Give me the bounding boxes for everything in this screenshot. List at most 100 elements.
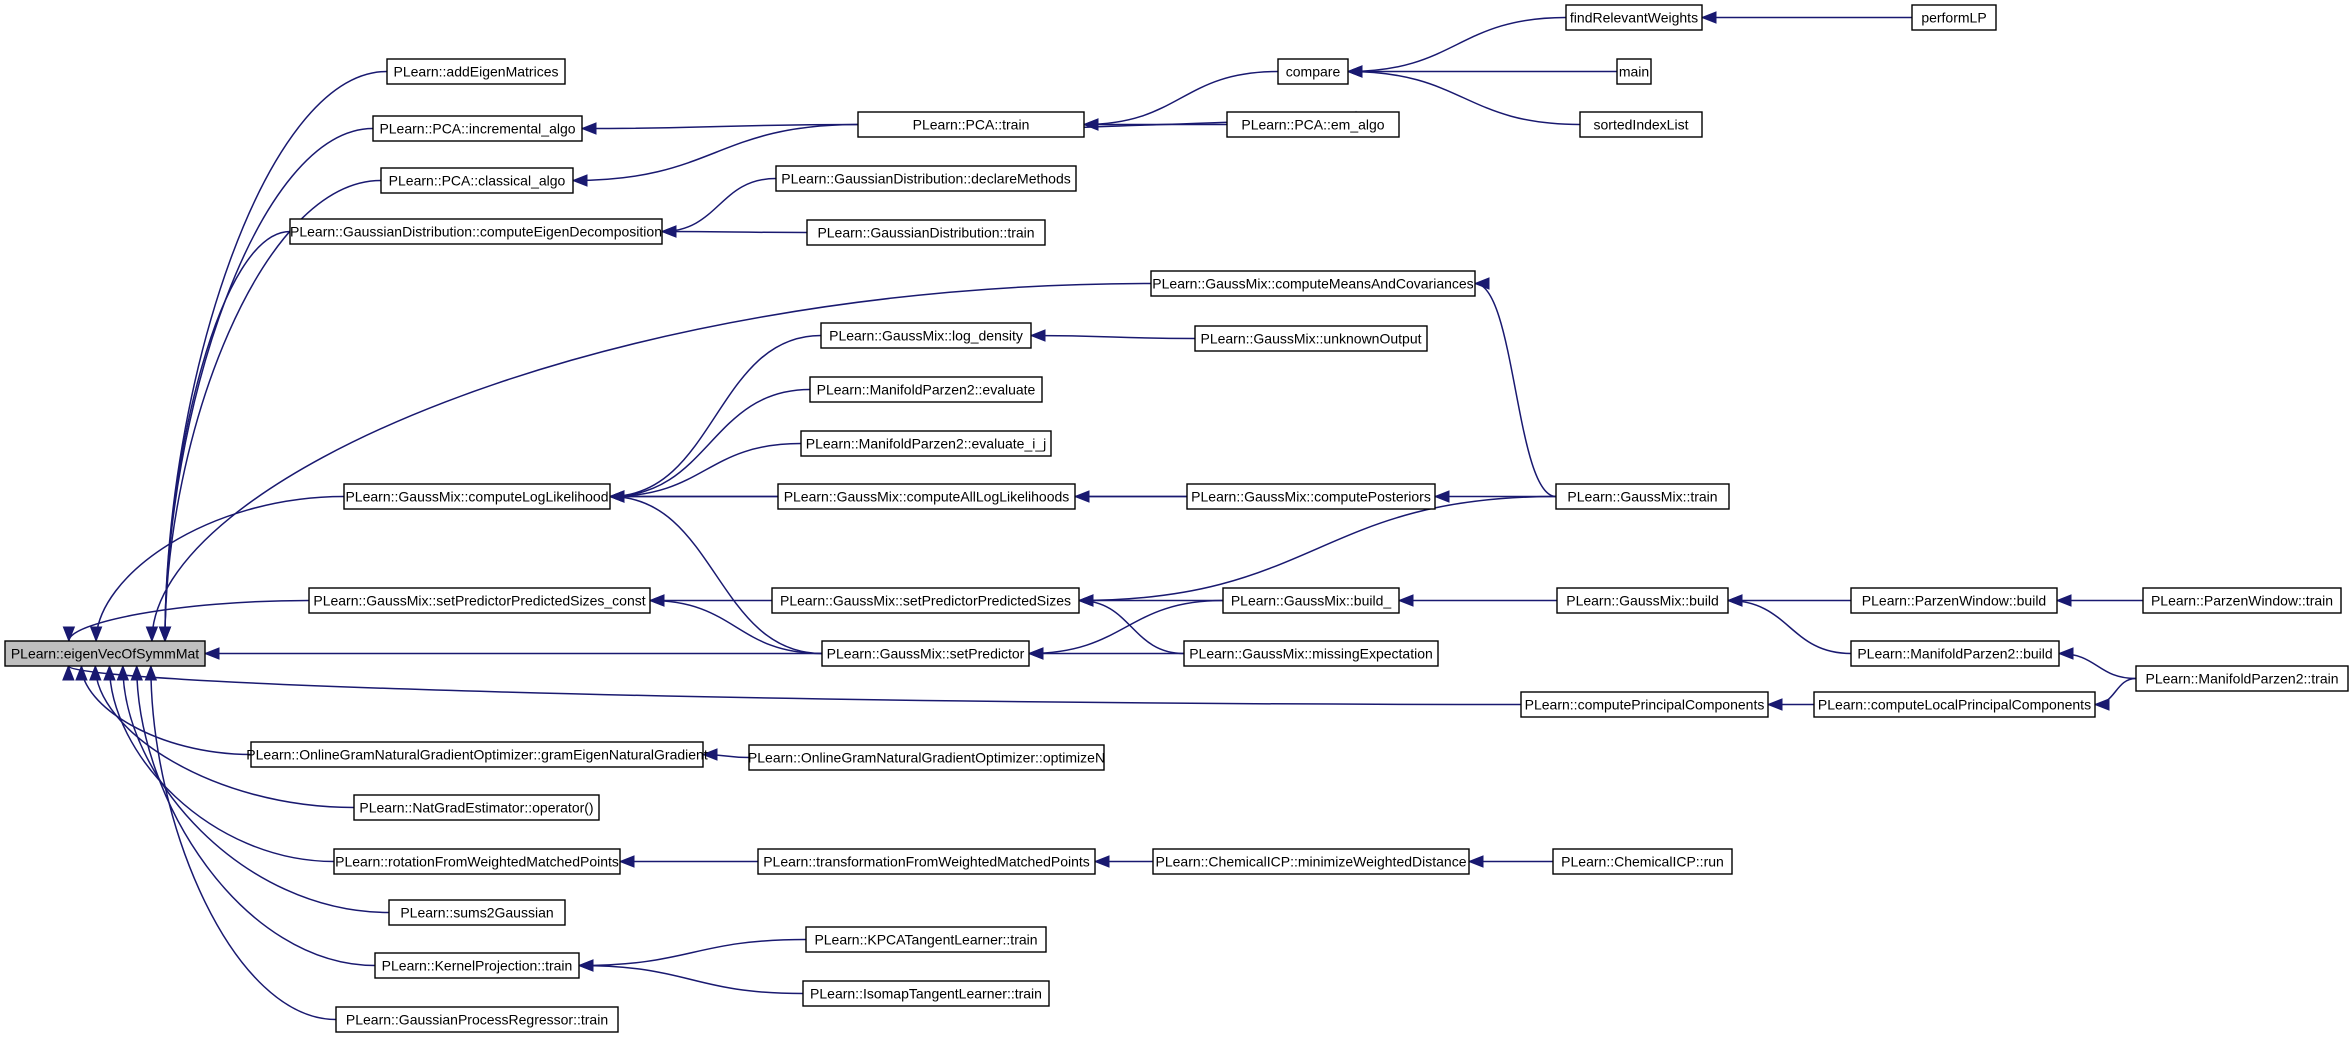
node-plearn-parzenwindow-build[interactable]: PLearn::ParzenWindow::build <box>1850 587 2058 614</box>
arrowhead <box>1467 855 1484 868</box>
node-plearn-gaussiandistribution-computeeigendecomposition[interactable]: PLearn::GaussianDistribution::computeEig… <box>289 218 663 245</box>
node-plearn-gaussmix-computeallloglikelihoods[interactable]: PLearn::GaussMix::computeAllLogLikelihoo… <box>777 483 1076 510</box>
call-edges <box>62 11 2143 1021</box>
edge-plearn-pca-train-to-plearn-pca-classical-algo <box>572 123 859 182</box>
node-plearn-gaussmix-computeloglikelihood[interactable]: PLearn::GaussMix::computeLogLikelihood <box>343 483 611 510</box>
node-box <box>372 115 583 142</box>
edge-plearn-gaussiandistribution-declaremethods-to-plearn-gaussiandistribution-computeeigendecomposition <box>661 177 777 233</box>
node-plearn-chemicalicp-minimizeweighteddistance[interactable]: PLearn::ChemicalICP::minimizeWeightedDis… <box>1152 848 1470 875</box>
arrowhead <box>158 626 172 643</box>
edge-plearn-manifoldparzen2-evaluate-i-j-to-plearn-gaussmix-computeloglikelihood <box>609 442 802 498</box>
node-plearn-onlinegramnaturalgradientoptimizer-grameigennaturalgradient[interactable]: PLearn::OnlineGramNaturalGradientOptimiz… <box>246 741 708 768</box>
node-plearn-parzenwindow-train[interactable]: PLearn::ParzenWindow::train <box>2142 587 2342 614</box>
node-box <box>805 926 1047 953</box>
node-plearn-rotationfromweightedmatchedpoints[interactable]: PLearn::rotationFromWeightedMatchedPoint… <box>333 848 621 875</box>
arrowhead <box>660 225 677 238</box>
node-plearn-eigenvecofsymmmat[interactable]: PLearn::eigenVecOfSymmMat <box>4 640 206 667</box>
node-box <box>1277 58 1349 85</box>
node-label: PLearn::GaussianDistribution::train <box>817 225 1034 241</box>
node-plearn-gaussianprocessregressor-train[interactable]: PLearn::GaussianProcessRegressor::train <box>335 1006 619 1033</box>
node-label: PLearn::GaussMix::computePosteriors <box>1191 489 1431 505</box>
node-main[interactable]: main <box>1616 58 1652 85</box>
node-plearn-gaussmix-setpredictorpredictedsizes-const[interactable]: PLearn::GaussMix::setPredictorPredictedS… <box>308 587 651 614</box>
node-sortedindexlist[interactable]: sortedIndexList <box>1579 111 1703 138</box>
arrowhead <box>62 626 76 643</box>
node-plearn-pca-incremental-algo[interactable]: PLearn::PCA::incremental_algo <box>372 115 583 142</box>
node-findrelevantweights[interactable]: findRelevantWeights <box>1565 4 1703 31</box>
node-plearn-manifoldparzen2-evaluate[interactable]: PLearn::ManifoldParzen2::evaluate <box>809 376 1043 403</box>
node-plearn-pca-train[interactable]: PLearn::PCA::train <box>857 111 1085 138</box>
node-label: performLP <box>1921 10 1986 26</box>
node-plearn-gaussiandistribution-train[interactable]: PLearn::GaussianDistribution::train <box>806 219 1046 246</box>
edge-plearn-gaussiandistribution-computeeigendecomposition-to-plearn-eigenvecofsymmmat <box>164 230 291 642</box>
edge-plearn-gaussmix-computemeansandcovariances-to-plearn-eigenvecofsymmmat <box>151 282 1152 642</box>
node-plearn-kernelprojection-train[interactable]: PLearn::KernelProjection::train <box>374 952 580 979</box>
node-box <box>1555 483 1730 510</box>
arrowhead <box>571 174 588 187</box>
node-plearn-gaussmix-unknownoutput[interactable]: PLearn::GaussMix::unknownOutput <box>1194 325 1428 352</box>
node-label: PLearn::GaussMix::missingExpectation <box>1189 646 1433 662</box>
node-plearn-gaussmix-setpredictorpredictedsizes[interactable]: PLearn::GaussMix::setPredictorPredictedS… <box>771 587 1080 614</box>
node-label: PLearn::ManifoldParzen2::train <box>2146 671 2339 687</box>
node-plearn-pca-em-algo[interactable]: PLearn::PCA::em_algo <box>1226 111 1400 138</box>
arrowhead <box>701 748 718 761</box>
node-box <box>289 218 663 245</box>
node-box <box>2135 665 2349 692</box>
node-plearn-pca-classical-algo[interactable]: PLearn::PCA::classical_algo <box>380 167 574 194</box>
edge-compare-to-plearn-pca-train <box>1083 70 1279 126</box>
node-plearn-computeprincipalcomponents[interactable]: PLearn::computePrincipalComponents <box>1520 691 1769 718</box>
node-box <box>1813 691 2096 718</box>
node-label: PLearn::rotationFromWeightedMatchedPoint… <box>335 854 619 870</box>
node-plearn-manifoldparzen2-build[interactable]: PLearn::ManifoldParzen2::build <box>1850 640 2060 667</box>
node-plearn-manifoldparzen2-evaluate-i-j[interactable]: PLearn::ManifoldParzen2::evaluate_i_j <box>800 430 1052 457</box>
edge-plearn-gaussmix-train-to-plearn-gaussmix-computemeansandcovariances <box>1474 282 1557 498</box>
node-box <box>1183 640 1439 667</box>
node-box <box>1520 691 1769 718</box>
node-plearn-gaussmix-computemeansandcovariances[interactable]: PLearn::GaussMix::computeMeansAndCovaria… <box>1150 270 1476 297</box>
edge-findrelevantweights-to-compare <box>1347 16 1567 73</box>
edge-plearn-computeprincipalcomponents-to-plearn-eigenvecofsymmmat <box>67 665 1522 706</box>
edge-sortedindexlist-to-compare <box>1347 70 1581 126</box>
edge-plearn-gaussmix-setpredictorpredictedsizes-const-to-plearn-eigenvecofsymmmat <box>68 599 310 642</box>
node-box <box>374 952 580 979</box>
node-plearn-gaussmix-build[interactable]: PLearn::GaussMix::build_ <box>1222 587 1400 614</box>
node-plearn-manifoldparzen2-train[interactable]: PLearn::ManifoldParzen2::train <box>2135 665 2349 692</box>
node-performlp[interactable]: performLP <box>1911 4 1997 31</box>
arrowhead <box>1346 65 1363 78</box>
node-box <box>809 376 1043 403</box>
node-plearn-gaussiandistribution-declaremethods[interactable]: PLearn::GaussianDistribution::declareMet… <box>775 165 1077 192</box>
node-box <box>353 794 600 821</box>
arrowhead <box>1700 11 1717 24</box>
arrowhead <box>1726 594 1743 607</box>
node-compare[interactable]: compare <box>1277 58 1349 85</box>
node-box <box>1850 587 2058 614</box>
node-plearn-gaussmix-setpredictor[interactable]: PLearn::GaussMix::setPredictor <box>821 640 1030 667</box>
node-label: PLearn::ChemicalICP::run <box>1561 854 1724 870</box>
node-plearn-chemicalicp-run[interactable]: PLearn::ChemicalICP::run <box>1552 848 1733 875</box>
node-box <box>388 899 566 926</box>
node-plearn-onlinegramnaturalgradientoptimizer-optimizen[interactable]: PLearn::OnlineGramNaturalGradientOptimiz… <box>748 744 1105 771</box>
node-box <box>386 58 566 85</box>
node-plearn-isomaptangentlearner-train[interactable]: PLearn::IsomapTangentLearner::train <box>802 980 1050 1007</box>
node-plearn-gaussmix-missingexpectation[interactable]: PLearn::GaussMix::missingExpectation <box>1183 640 1439 667</box>
node-plearn-gaussmix-build[interactable]: PLearn::GaussMix::build <box>1556 587 1729 614</box>
node-plearn-sums2gaussian[interactable]: PLearn::sums2Gaussian <box>388 899 566 926</box>
node-plearn-kpcatangentlearner-train[interactable]: PLearn::KPCATangentLearner::train <box>805 926 1047 953</box>
node-plearn-gaussmix-log-density[interactable]: PLearn::GaussMix::log_density <box>820 322 1032 349</box>
node-box <box>777 483 1076 510</box>
node-plearn-natgradestimator-operator[interactable]: PLearn::NatGradEstimator::operator() <box>353 794 600 821</box>
node-label: PLearn::ManifoldParzen2::build <box>1857 646 2052 662</box>
node-plearn-gaussmix-train[interactable]: PLearn::GaussMix::train <box>1555 483 1730 510</box>
node-plearn-computelocalprincipalcomponents[interactable]: PLearn::computeLocalPrincipalComponents <box>1813 691 2096 718</box>
node-box <box>757 848 1096 875</box>
node-label: PLearn::GaussianDistribution::computeEig… <box>290 224 662 240</box>
node-plearn-gaussmix-computeposteriors[interactable]: PLearn::GaussMix::computePosteriors <box>1186 483 1436 510</box>
arrowhead <box>1433 490 1450 503</box>
node-label: findRelevantWeights <box>1570 10 1698 26</box>
node-plearn-transformationfromweightedmatchedpoints[interactable]: PLearn::transformationFromWeightedMatche… <box>757 848 1096 875</box>
node-box <box>771 587 1080 614</box>
arrowhead <box>577 959 594 972</box>
node-plearn-addeigenmatrices[interactable]: PLearn::addEigenMatrices <box>386 58 566 85</box>
arrowhead <box>1766 698 1783 711</box>
node-label: PLearn::ManifoldParzen2::evaluate_i_j <box>806 436 1047 452</box>
